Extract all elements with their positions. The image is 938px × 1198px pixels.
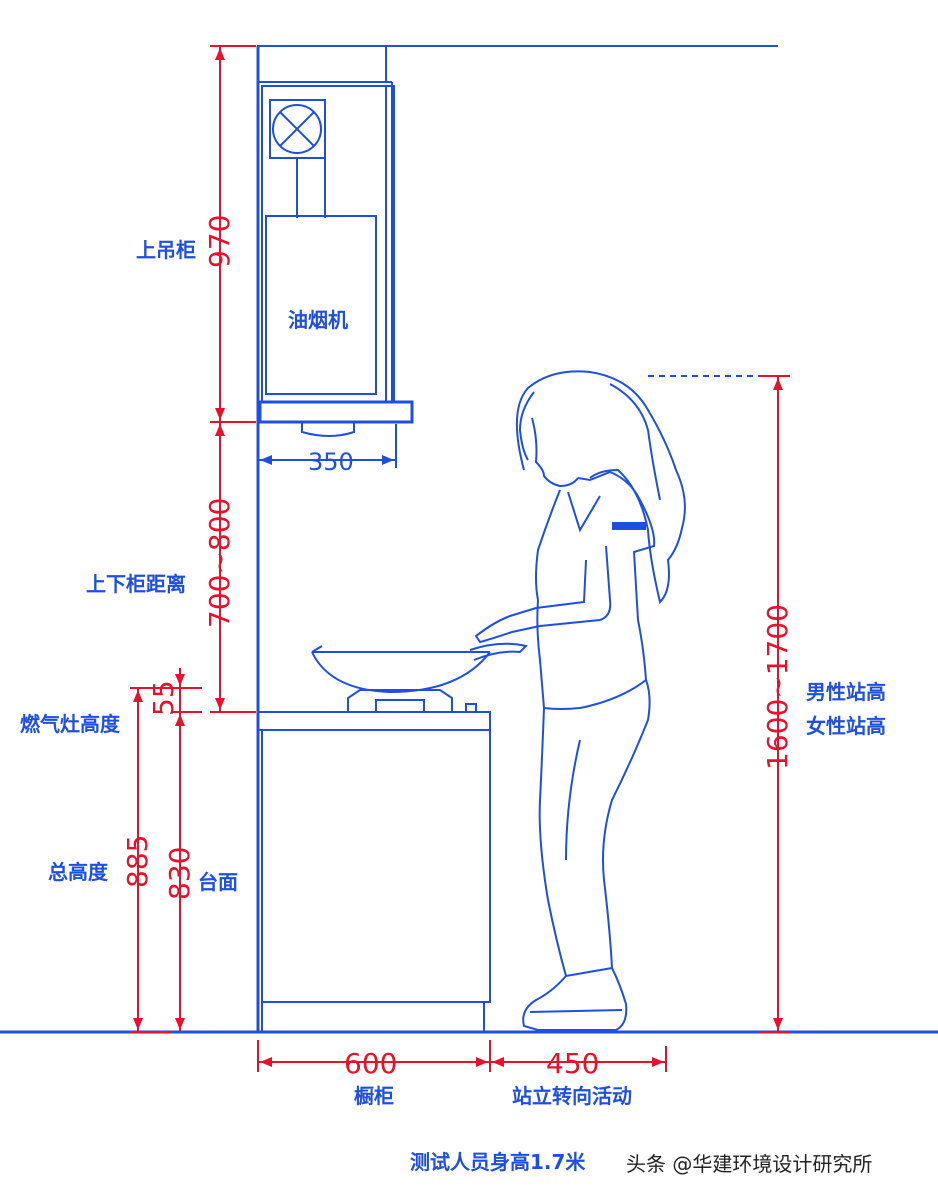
footer-note: 测试人员身高1.7米	[410, 1150, 586, 1174]
dim-350-text: 350	[308, 448, 354, 476]
dim-1600-1700	[648, 375, 790, 1033]
label-base-cabinet: 橱柜	[354, 1084, 394, 1108]
base-cabinet	[257, 711, 491, 1033]
footer-source: 头条 @华建环境设计研究所	[626, 1152, 873, 1176]
dim-830	[175, 712, 185, 1032]
dim-55-text: 55	[147, 680, 180, 716]
label-standing-turn: 站立转向活动	[512, 1084, 632, 1108]
label-cabinet-gap: 上下柜距离	[86, 572, 186, 596]
upper-cabinet	[257, 45, 395, 403]
dim-450-text: 450	[546, 1047, 600, 1080]
dim-700-800	[210, 422, 256, 713]
label-stove-height: 燃气灶高度	[20, 712, 120, 736]
range-hood	[258, 215, 414, 437]
woman-figure	[474, 370, 686, 1031]
dim-1600-1700-text: 1600~1700	[761, 604, 794, 770]
label-countertop: 台面	[198, 870, 238, 894]
exhaust-fan-icon	[269, 99, 326, 218]
dim-700-800-text: 700~800	[203, 497, 236, 628]
dim-600-text: 600	[344, 1047, 398, 1080]
label-range-hood: 油烟机	[288, 308, 348, 332]
stove-and-wok	[311, 642, 528, 713]
dim-350	[258, 424, 397, 468]
dim-600	[257, 1040, 491, 1072]
dim-885-text: 885	[121, 834, 154, 888]
label-upper-cabinet: 上吊柜	[136, 238, 196, 262]
dim-970-text: 970	[203, 214, 236, 268]
dim-830-text: 830	[163, 846, 196, 900]
dim-970	[210, 45, 256, 423]
dim-450	[490, 1046, 667, 1072]
label-male-standing: 男性站高	[806, 680, 886, 704]
dim-885	[130, 687, 172, 1033]
label-total-height: 总高度	[48, 860, 108, 884]
label-female-standing: 女性站高	[806, 714, 886, 738]
